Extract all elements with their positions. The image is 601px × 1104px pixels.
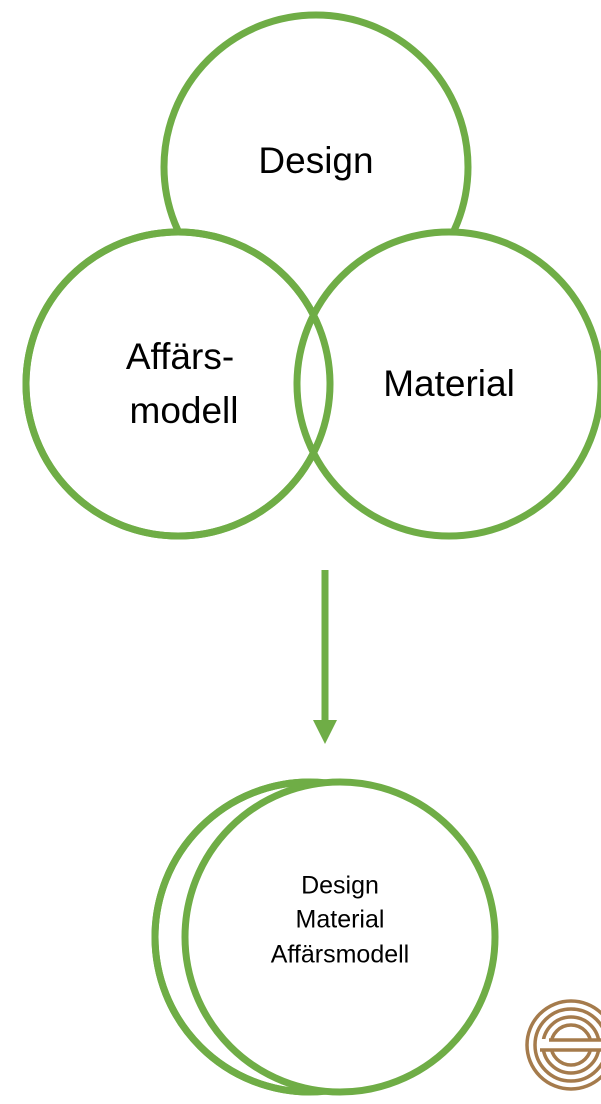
merged-front-circle [181,778,499,1096]
merged-label-line-2: Material [296,906,385,934]
merged-back-circle-edge [151,778,311,1096]
material-label: Material [383,363,515,404]
material-circle [293,228,601,540]
business-model-label-line-1: Affärs- [126,336,234,377]
business-model-label-line-2: modell [130,390,239,431]
design-label: Design [258,140,373,181]
merged-circle-group: Design Material Affärsmodell [151,778,499,1096]
merged-label-line-3: Affärsmodell [271,941,410,969]
business-model-circle-front [22,228,334,540]
three-circle-group: Design Affärs- modell Material [22,11,601,540]
down-arrow-icon [313,570,337,744]
merged-label-line-1: Design [301,872,379,900]
concentric-s-logo-icon [525,999,601,1091]
